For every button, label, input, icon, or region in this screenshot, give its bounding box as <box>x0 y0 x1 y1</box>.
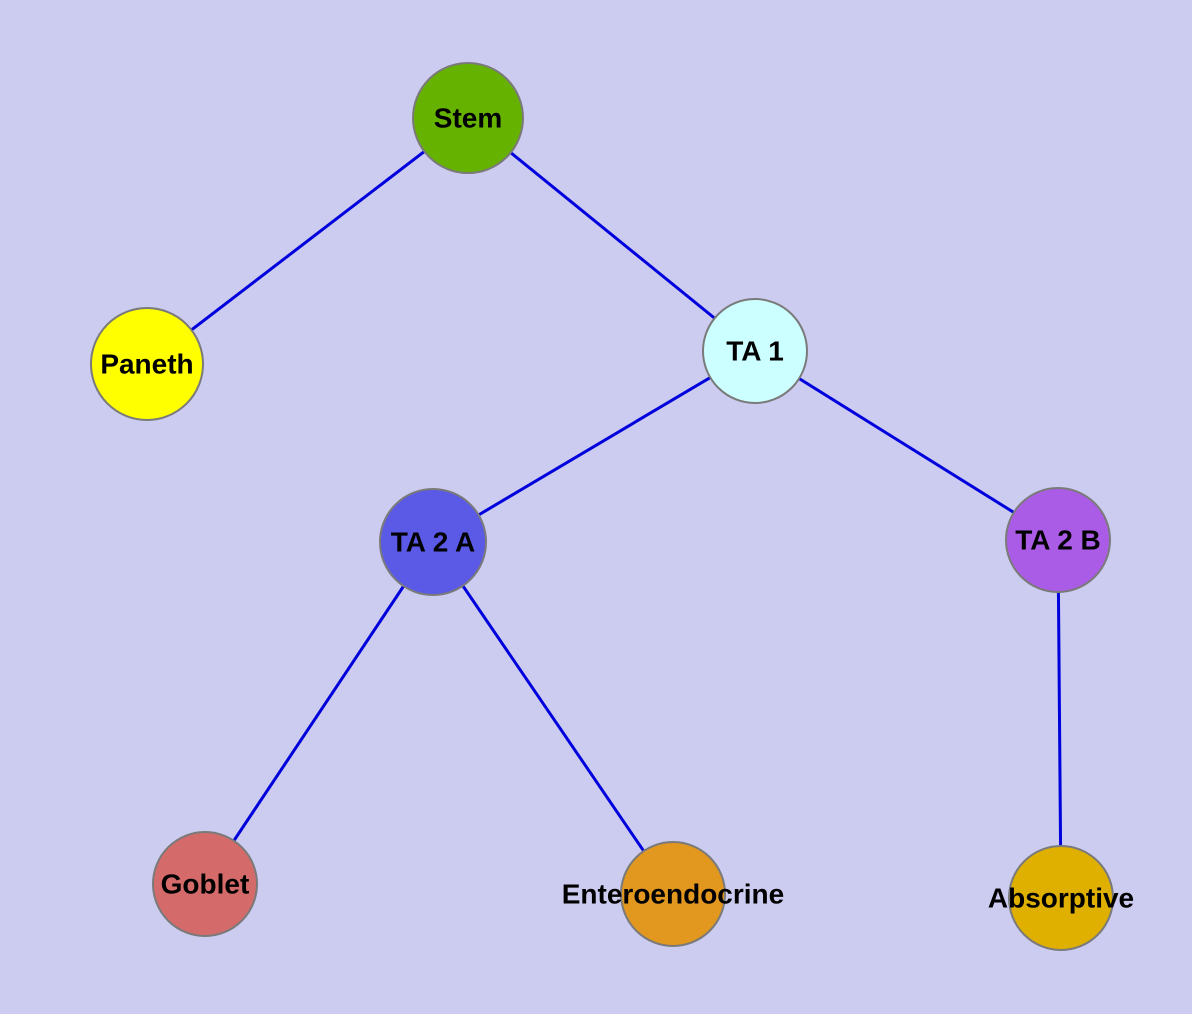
edge-ta2b-absorptive <box>1056 539 1063 899</box>
node-circle-enteroendocrine[interactable] <box>620 841 726 947</box>
node-paneth[interactable]: Paneth <box>90 307 204 421</box>
node-circle-ta1[interactable] <box>702 298 808 404</box>
edge-stem-paneth <box>146 116 469 366</box>
node-circle-ta2a[interactable] <box>379 488 487 596</box>
node-ta2a[interactable]: TA 2 A <box>379 488 487 596</box>
edge-ta1-ta2b <box>754 349 1059 542</box>
edge-ta2a-goblet <box>203 541 435 885</box>
node-ta2b[interactable]: TA 2 B <box>1005 487 1111 593</box>
node-circle-ta2b[interactable] <box>1005 487 1111 593</box>
node-circle-paneth[interactable] <box>90 307 204 421</box>
node-goblet[interactable]: Goblet <box>152 831 258 937</box>
node-circle-goblet[interactable] <box>152 831 258 937</box>
node-absorptive[interactable]: Absorptive <box>988 845 1134 951</box>
node-circle-stem[interactable] <box>412 62 524 174</box>
node-ta1[interactable]: TA 1 <box>702 298 808 404</box>
edge-stem-ta1 <box>467 116 756 353</box>
node-circle-absorptive[interactable] <box>1008 845 1114 951</box>
edge-ta2a-enteroendocrine <box>431 541 675 895</box>
node-stem[interactable]: Stem <box>412 62 524 174</box>
edge-ta1-ta2a <box>432 349 756 544</box>
node-enteroendocrine[interactable]: Enteroendocrine <box>562 841 784 947</box>
